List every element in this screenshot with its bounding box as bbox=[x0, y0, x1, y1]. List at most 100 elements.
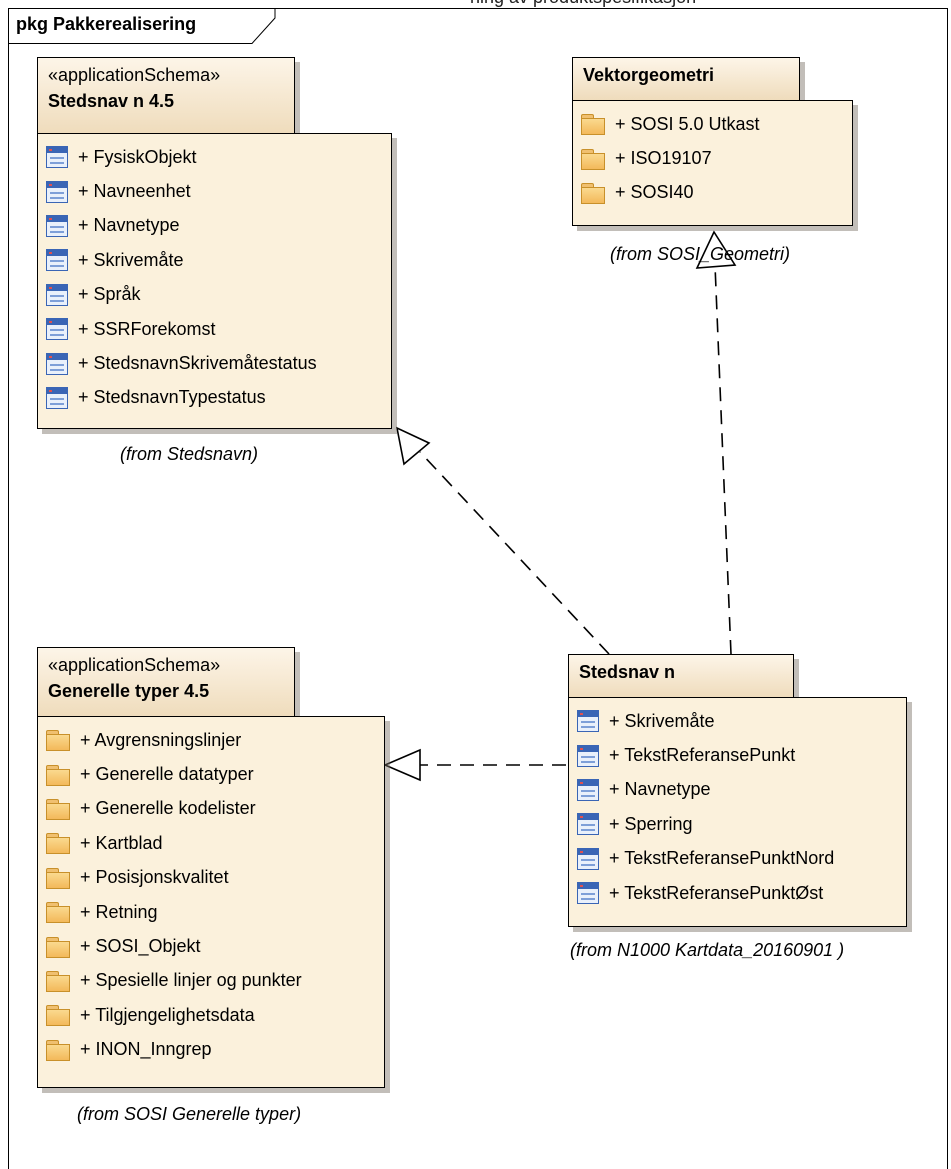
list-item[interactable]: + Tilgjengelighetsdata bbox=[46, 998, 376, 1032]
list-item[interactable]: + TekstReferansePunktNord bbox=[577, 842, 898, 876]
class-icon bbox=[577, 882, 599, 905]
folder-icon bbox=[46, 832, 70, 855]
folder-icon bbox=[46, 901, 70, 924]
list-item[interactable]: + Spesielle linjer og punkter bbox=[46, 964, 376, 998]
item-label: + INON_Inngrep bbox=[80, 1039, 212, 1060]
list-item[interactable]: + Retning bbox=[46, 895, 376, 929]
package-stedsnavn-4-5[interactable]: «applicationSchema» Stedsnav n 4.5 + Fys… bbox=[37, 57, 392, 429]
class-icon bbox=[577, 710, 599, 733]
item-label: + FysiskObjekt bbox=[78, 146, 197, 167]
list-item[interactable]: + SOSI_Objekt bbox=[46, 929, 376, 963]
item-label: + TekstReferansePunkt bbox=[609, 745, 796, 766]
item-label: + Kartblad bbox=[80, 832, 163, 853]
class-icon bbox=[46, 214, 68, 237]
list-item[interactable]: + StedsnavnSkrivemåtestatus bbox=[46, 346, 383, 380]
stereotype-label: «applicationSchema» bbox=[48, 65, 221, 85]
list-item[interactable]: + Navnetype bbox=[46, 209, 383, 243]
package-name: Vektorgeometri bbox=[583, 65, 715, 85]
list-item[interactable]: + Skrivemåte bbox=[577, 704, 898, 738]
item-label: + SSRForekomst bbox=[78, 318, 216, 339]
list-item[interactable]: + Avgrensningslinjer bbox=[46, 723, 376, 757]
list-item[interactable]: + TekstReferansePunkt bbox=[577, 738, 898, 772]
item-label: + Posisjonskvalitet bbox=[80, 867, 229, 888]
item-label: + TekstReferansePunktNord bbox=[609, 848, 835, 869]
class-icon bbox=[46, 318, 68, 341]
item-label: + SOSI 5.0 Utkast bbox=[615, 113, 760, 134]
item-label: + ISO19107 bbox=[615, 148, 712, 169]
list-item[interactable]: + FysiskObjekt bbox=[46, 140, 383, 174]
list-item[interactable]: + Skrivemåte bbox=[46, 243, 383, 277]
folder-icon bbox=[46, 1004, 70, 1027]
item-label: + Navneenhet bbox=[78, 181, 191, 202]
cropped-page-title: ning av produktspesifikasjon bbox=[470, 0, 696, 8]
list-item[interactable]: + INON_Inngrep bbox=[46, 1033, 376, 1067]
item-label: + Navnetype bbox=[78, 215, 180, 236]
realization-line-stedsnavn45 bbox=[419, 451, 610, 655]
item-label: + TekstReferansePunktØst bbox=[609, 882, 824, 903]
class-icon bbox=[577, 813, 599, 836]
frame-title: pkg Pakkerealisering bbox=[16, 14, 197, 34]
class-icon bbox=[46, 180, 68, 203]
realization-arrowhead-vektorgeometri bbox=[695, 230, 737, 269]
list-item[interactable]: + SSRForekomst bbox=[46, 312, 383, 346]
realization-arrowhead-generelle bbox=[382, 748, 421, 782]
realization-line-vektorgeometri bbox=[714, 264, 732, 655]
package-name: Stedsnav n 4.5 bbox=[48, 91, 175, 111]
class-icon bbox=[46, 146, 68, 169]
item-label: + Skrivemåte bbox=[78, 249, 184, 270]
package-stedsnavn[interactable]: Stedsnav n + Skrivemåte + TekstReferanse… bbox=[568, 654, 907, 927]
package-body: + Skrivemåte + TekstReferansePunkt + Nav… bbox=[568, 697, 907, 927]
stereotype-label: «applicationSchema» bbox=[48, 655, 221, 675]
folder-icon bbox=[581, 182, 605, 204]
folder-icon bbox=[46, 729, 70, 752]
from-label: (from N1000 Kartdata_20160901 ) bbox=[570, 940, 845, 960]
from-label: (from SOSI Generelle typer) bbox=[77, 1104, 302, 1124]
list-item[interactable]: + Sperring bbox=[577, 807, 898, 841]
package-tab: «applicationSchema» Generelle typer 4.5 bbox=[37, 647, 295, 717]
item-label: + SOSI_Objekt bbox=[80, 936, 201, 957]
list-item[interactable]: + Navnetype bbox=[577, 773, 898, 807]
item-label: + Spesielle linjer og punkter bbox=[80, 970, 302, 991]
list-item[interactable]: + Navneenhet bbox=[46, 174, 383, 208]
list-item[interactable]: + Språk bbox=[46, 278, 383, 312]
item-label: + SOSI40 bbox=[615, 182, 694, 203]
folder-icon bbox=[46, 936, 70, 958]
list-item[interactable]: + TekstReferansePunktØst bbox=[577, 876, 898, 910]
item-label: + Generelle kodelister bbox=[80, 798, 256, 819]
list-item[interactable]: + SOSI40 bbox=[581, 176, 844, 210]
folder-icon bbox=[46, 1039, 70, 1061]
realization-arrowhead-stedsnavn45 bbox=[395, 426, 431, 466]
package-generelle-typer-4-5[interactable]: «applicationSchema» Generelle typer 4.5 … bbox=[37, 647, 385, 1088]
item-label: + StedsnavnSkrivemåtestatus bbox=[78, 353, 317, 374]
class-icon bbox=[46, 386, 68, 409]
list-item[interactable]: + ISO19107 bbox=[581, 141, 844, 175]
item-label: + Tilgjengelighetsdata bbox=[80, 1004, 255, 1025]
item-label: + Skrivemåte bbox=[609, 710, 715, 731]
package-vektorgeometri[interactable]: Vektorgeometri + SOSI 5.0 Utkast + ISO19… bbox=[572, 57, 853, 226]
folder-icon bbox=[46, 764, 70, 786]
folder-icon bbox=[581, 113, 605, 136]
class-icon bbox=[46, 249, 68, 272]
package-tab: Stedsnav n bbox=[568, 654, 794, 698]
package-body: + Avgrensningslinjer + Generelle datatyp… bbox=[37, 716, 385, 1088]
package-name: Generelle typer 4.5 bbox=[48, 681, 210, 701]
item-label: + Språk bbox=[78, 284, 141, 305]
class-icon bbox=[577, 778, 599, 801]
folder-icon bbox=[46, 970, 70, 992]
class-icon bbox=[577, 847, 599, 870]
list-item[interactable]: + Posisjonskvalitet bbox=[46, 861, 376, 895]
list-item[interactable]: + StedsnavnTypestatus bbox=[46, 381, 383, 415]
list-item[interactable]: + Generelle datatyper bbox=[46, 757, 376, 791]
list-item[interactable]: + SOSI 5.0 Utkast bbox=[581, 107, 844, 141]
folder-icon bbox=[46, 798, 70, 820]
from-label: (from Stedsnavn) bbox=[120, 444, 259, 464]
class-icon bbox=[46, 283, 68, 306]
list-item[interactable]: + Generelle kodelister bbox=[46, 792, 376, 826]
class-icon bbox=[577, 744, 599, 767]
list-item[interactable]: + Kartblad bbox=[46, 826, 376, 860]
folder-icon bbox=[581, 148, 605, 170]
item-label: + StedsnavnTypestatus bbox=[78, 387, 266, 408]
item-label: + Avgrensningslinjer bbox=[80, 729, 242, 750]
item-label: + Retning bbox=[80, 901, 158, 922]
frame-tab bbox=[8, 8, 276, 44]
